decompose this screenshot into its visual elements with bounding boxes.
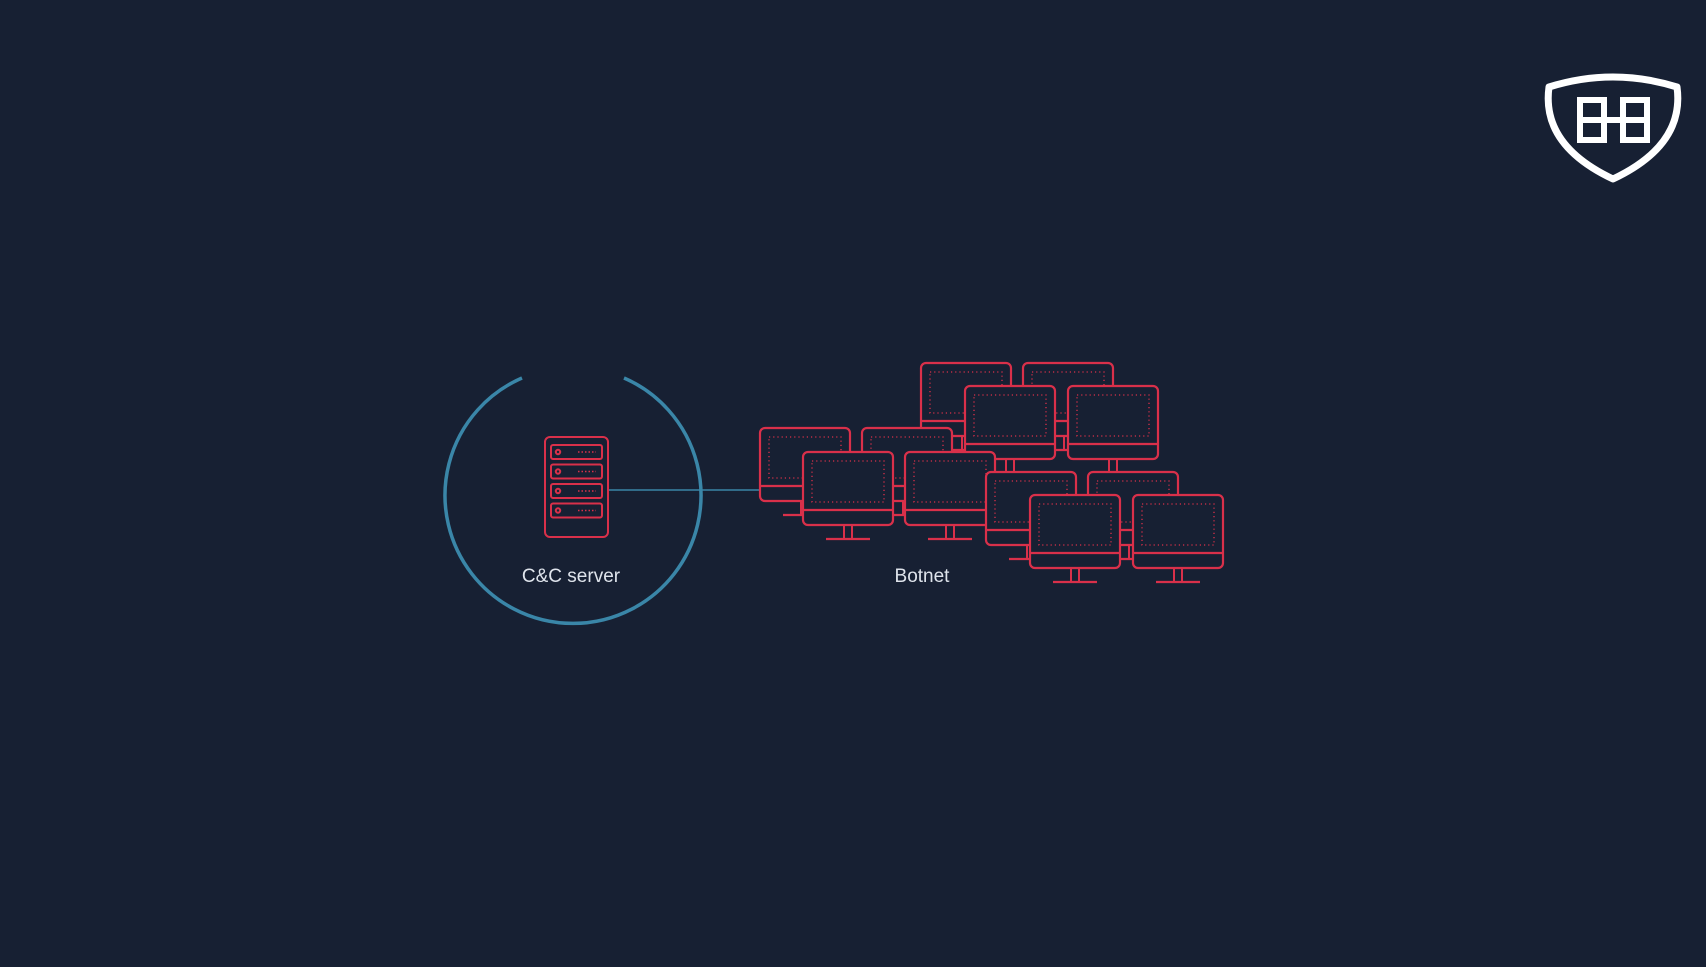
botnet <box>758 361 1225 584</box>
bot-computer-icon <box>1066 384 1160 475</box>
shield-logo <box>1544 73 1682 183</box>
bot-computer-icon <box>1028 493 1122 584</box>
server-ring <box>443 376 703 626</box>
server-slot <box>550 483 603 499</box>
server-slot <box>550 463 603 480</box>
server-slot <box>550 444 603 460</box>
server-icon <box>544 436 609 538</box>
botnet-label: Botnet <box>894 566 950 587</box>
bot-computer-icon <box>1131 493 1225 584</box>
bot-computer-icon <box>963 384 1057 475</box>
server-label: C&C server <box>521 566 621 587</box>
server-slot <box>550 502 603 519</box>
bot-computer-icon <box>903 450 997 541</box>
bot-computer-icon <box>801 450 895 541</box>
